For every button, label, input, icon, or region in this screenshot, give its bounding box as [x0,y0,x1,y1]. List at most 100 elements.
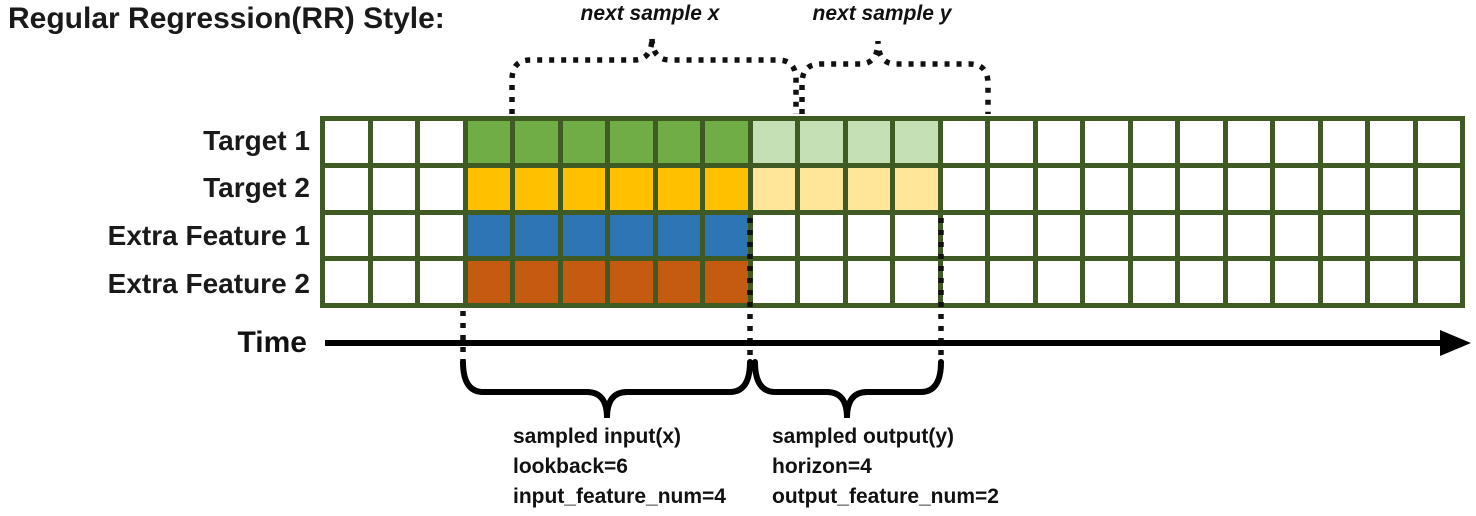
grid-cell [895,121,938,163]
sample-grid [320,116,1465,308]
grid-cell [1132,167,1175,210]
grid-cell [1417,167,1460,210]
grid-cell [1227,261,1270,303]
grid-cell [1085,167,1128,210]
grid-cell [800,167,843,210]
next-sample-y-label: next sample y [812,2,952,25]
grid-cell [1322,261,1365,303]
horizon-value: horizon=4 [772,455,872,478]
grid-cell [562,121,605,163]
next-sample-x-label: next sample x [580,2,720,25]
sampled-output-brace [752,359,944,419]
grid-cell [1180,121,1223,163]
grid-cell [325,261,368,303]
grid-cell [1180,261,1223,303]
grid-cell [1132,261,1175,303]
sampled-input-annotation: sampled input(x) lookback=6 input_featur… [513,422,726,512]
row-label-target-1: Target 1 [203,125,310,156]
grid-cell [847,121,890,163]
output-feature-num-value: output_feature_num=2 [772,485,999,508]
grid-cell [1180,214,1223,257]
grid-cell [515,261,558,303]
next-sample-y-brace [799,40,991,114]
grid-cell [1322,121,1365,163]
grid-cell [1275,167,1318,210]
grid-cell [1417,261,1460,303]
grid-cell [420,121,463,163]
grid-cell [1275,261,1318,303]
grid-cell [657,167,700,210]
grid-cell [657,214,700,257]
grid-cell [657,261,700,303]
grid-cell [1037,214,1080,257]
grid-cell [1275,214,1318,257]
grid-cell [847,214,890,257]
grid-cell [895,261,938,303]
grid-cell [990,121,1033,163]
grid-cell [1037,261,1080,303]
grid-cell [1370,167,1413,210]
grid-cell [610,121,653,163]
grid-cell [847,167,890,210]
sampled-output-annotation: sampled output(y) horizon=4 output_featu… [772,422,999,512]
grid-cell [1417,214,1460,257]
grid-cell [325,167,368,210]
diagram-title: Regular Regression(RR) Style: [8,2,445,35]
grid-cell [752,167,795,210]
grid-cell [942,214,985,257]
grid-cell [800,261,843,303]
grid-cell [562,261,605,303]
sampled-input-brace [460,359,753,419]
grid-cell [990,214,1033,257]
grid-cell [372,261,415,303]
grid-cell [372,121,415,163]
grid-cell [610,261,653,303]
input-feature-num-value: input_feature_num=4 [513,485,726,508]
grid-cell [1370,261,1413,303]
grid-cell [1085,121,1128,163]
grid-cell [1227,214,1270,257]
grid-cell [467,167,510,210]
grid-cell [1370,121,1413,163]
lookback-value: lookback=6 [513,455,628,478]
grid-cell [1227,167,1270,210]
grid-cell [990,261,1033,303]
grid-cell [610,167,653,210]
sampled-output-title: sampled output(y) [772,425,954,448]
grid-cell [1227,121,1270,163]
grid-cell [1322,214,1365,257]
grid-cell [800,121,843,163]
grid-cell [420,167,463,210]
row-label-extra-feature-2: Extra Feature 2 [107,268,310,299]
grid-cell [325,121,368,163]
grid-cell [1085,214,1128,257]
grid-cell [657,121,700,163]
grid-cell [467,261,510,303]
grid-cell [1275,121,1318,163]
grid-cell [1132,121,1175,163]
grid-cell [1037,167,1080,210]
grid-cell [515,214,558,257]
time-axis-arrowhead [1440,330,1471,356]
grid-cell [942,261,985,303]
grid-cell [1085,261,1128,303]
grid-cell [705,121,748,163]
grid-cell [1322,167,1365,210]
grid-cell [847,261,890,303]
grid-cell [1132,214,1175,257]
grid-cell [895,167,938,210]
row-label-extra-feature-1: Extra Feature 1 [107,220,310,251]
grid-cell [990,167,1033,210]
grid-cell [800,214,843,257]
time-axis-label: Time [237,326,307,359]
grid-cell [895,214,938,257]
grid-cell [562,167,605,210]
grid-cell [705,261,748,303]
grid-cell [610,214,653,257]
grid-cell [752,261,795,303]
grid-cell [325,214,368,257]
grid-cell [1180,167,1223,210]
grid-cell [420,214,463,257]
row-label-target-2: Target 2 [203,172,310,203]
